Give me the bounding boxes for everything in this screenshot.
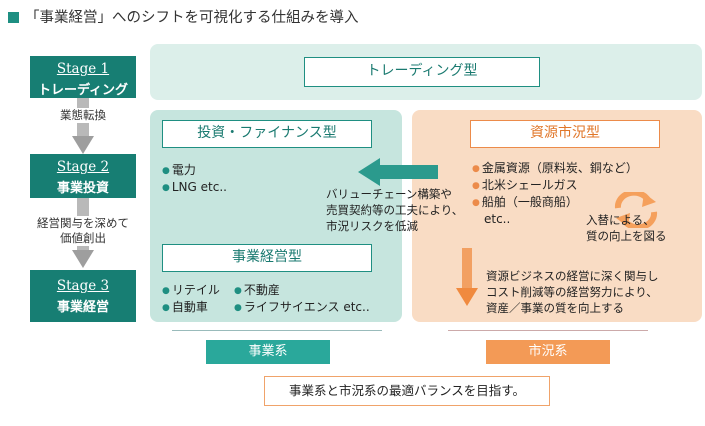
market-label: 市況系 [486,340,610,364]
business-mgmt-list-left: リテイル 自動車 [162,282,220,316]
stage-2-name: 事業投資 [56,181,109,196]
page-title: 「事業経営」へのシフトを可視化する仕組みを導入 [8,6,359,27]
arrow-note: バリューチェーン構築や 売買契約等の工夫により、 市況リスクを低減 [326,187,464,233]
stage-3-box: Stage 3 事業経営 [30,270,136,322]
list-item: 船舶（一般商船） [472,194,638,211]
list-item: ライフサイエンス etc.. [234,299,370,316]
left-arrow-icon [358,158,438,186]
list-item: 自動車 [162,299,220,316]
list-item: LNG etc.. [162,179,227,196]
stage-1-label: Stage 1 [56,61,110,77]
cycle-note: 入替による、 質の向上を図る [586,213,667,243]
list-item: リテイル [162,282,220,299]
investment-finance-list: 電力 LNG etc.. [162,162,227,196]
transition-label-2: 経営関与を深めて 価値創出 [30,216,136,246]
list-item: 北米シェールガス [472,177,638,194]
down-arrow-icon [456,248,478,306]
down-note: 資源ビジネスの経営に深く関与し コスト削減等の経営努力により、 資産／事業の質を… [486,269,659,315]
list-item: 不動産 [234,282,370,299]
market-divider [448,330,648,331]
stage-1-box: Stage 1 トレーディング [30,56,136,98]
business-divider [172,330,382,331]
goal-box: 事業系と市況系の最適バランスを目指す。 [264,376,550,406]
business-mgmt-box: 事業経営型 [162,244,372,272]
cycle-arrows-icon [614,192,658,228]
list-item: etc.. [484,212,511,226]
stage-3-label: Stage 3 [56,278,110,294]
business-label: 事業系 [206,340,330,364]
trading-type-box: トレーディング型 [304,57,540,87]
stage-2-label: Stage 2 [56,159,110,175]
title-text: 「事業経営」へのシフトを可視化する仕組みを導入 [25,10,359,26]
list-item: 金属資源（原料炭、銅など） [472,160,638,177]
list-item: 電力 [162,162,227,179]
stage-arrow-1-icon [72,98,94,154]
investment-finance-box: 投資・ファイナンス型 [162,120,372,148]
title-square-icon [8,12,19,23]
resource-market-box: 資源市況型 [470,120,660,148]
resource-market-list: 金属資源（原料炭、銅など） 北米シェールガス 船舶（一般商船） etc.. [472,160,638,227]
transition-label-1: 業態転換 [30,108,136,123]
business-mgmt-list-right: 不動産 ライフサイエンス etc.. [234,282,370,316]
stage-1-name: トレーディング [37,83,129,98]
stage-2-box: Stage 2 事業投資 [30,154,136,198]
stage-3-name: 事業経営 [56,300,109,315]
